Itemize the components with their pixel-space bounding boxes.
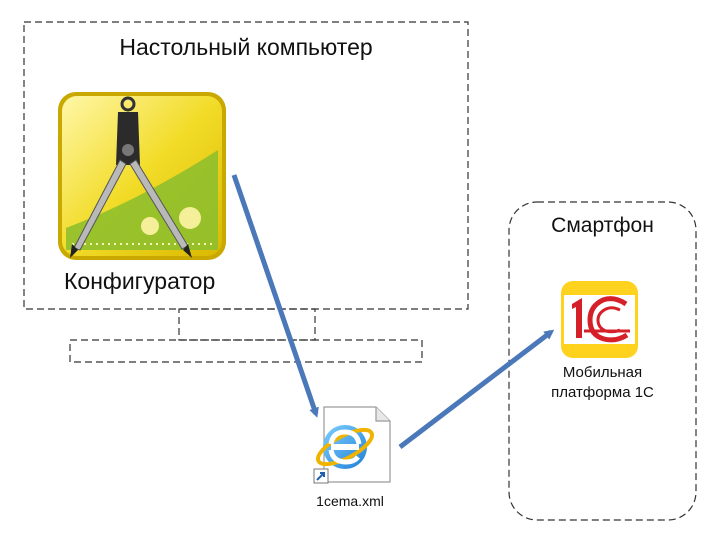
desktop-monitor-stand xyxy=(69,339,423,363)
configurator-label: Конфигуратор xyxy=(64,268,216,294)
internet-explorer-file-icon xyxy=(313,406,391,484)
arrow-configurator-to-file xyxy=(231,174,319,418)
desktop-title: Настольный компьютер xyxy=(119,34,373,60)
arrow-file-to-smartphone xyxy=(398,329,555,449)
file-name-label: 1cema.xml xyxy=(316,493,384,509)
1c-logo-icon xyxy=(561,281,638,358)
platform-label-line2: платформа 1С xyxy=(551,384,654,401)
compass-icon xyxy=(58,92,226,260)
smartphone-frame xyxy=(508,201,697,521)
platform-label-line1: Мобильная xyxy=(562,364,643,381)
smartphone-title: Смартфон xyxy=(551,214,654,237)
desktop-monitor-neck xyxy=(178,308,316,341)
